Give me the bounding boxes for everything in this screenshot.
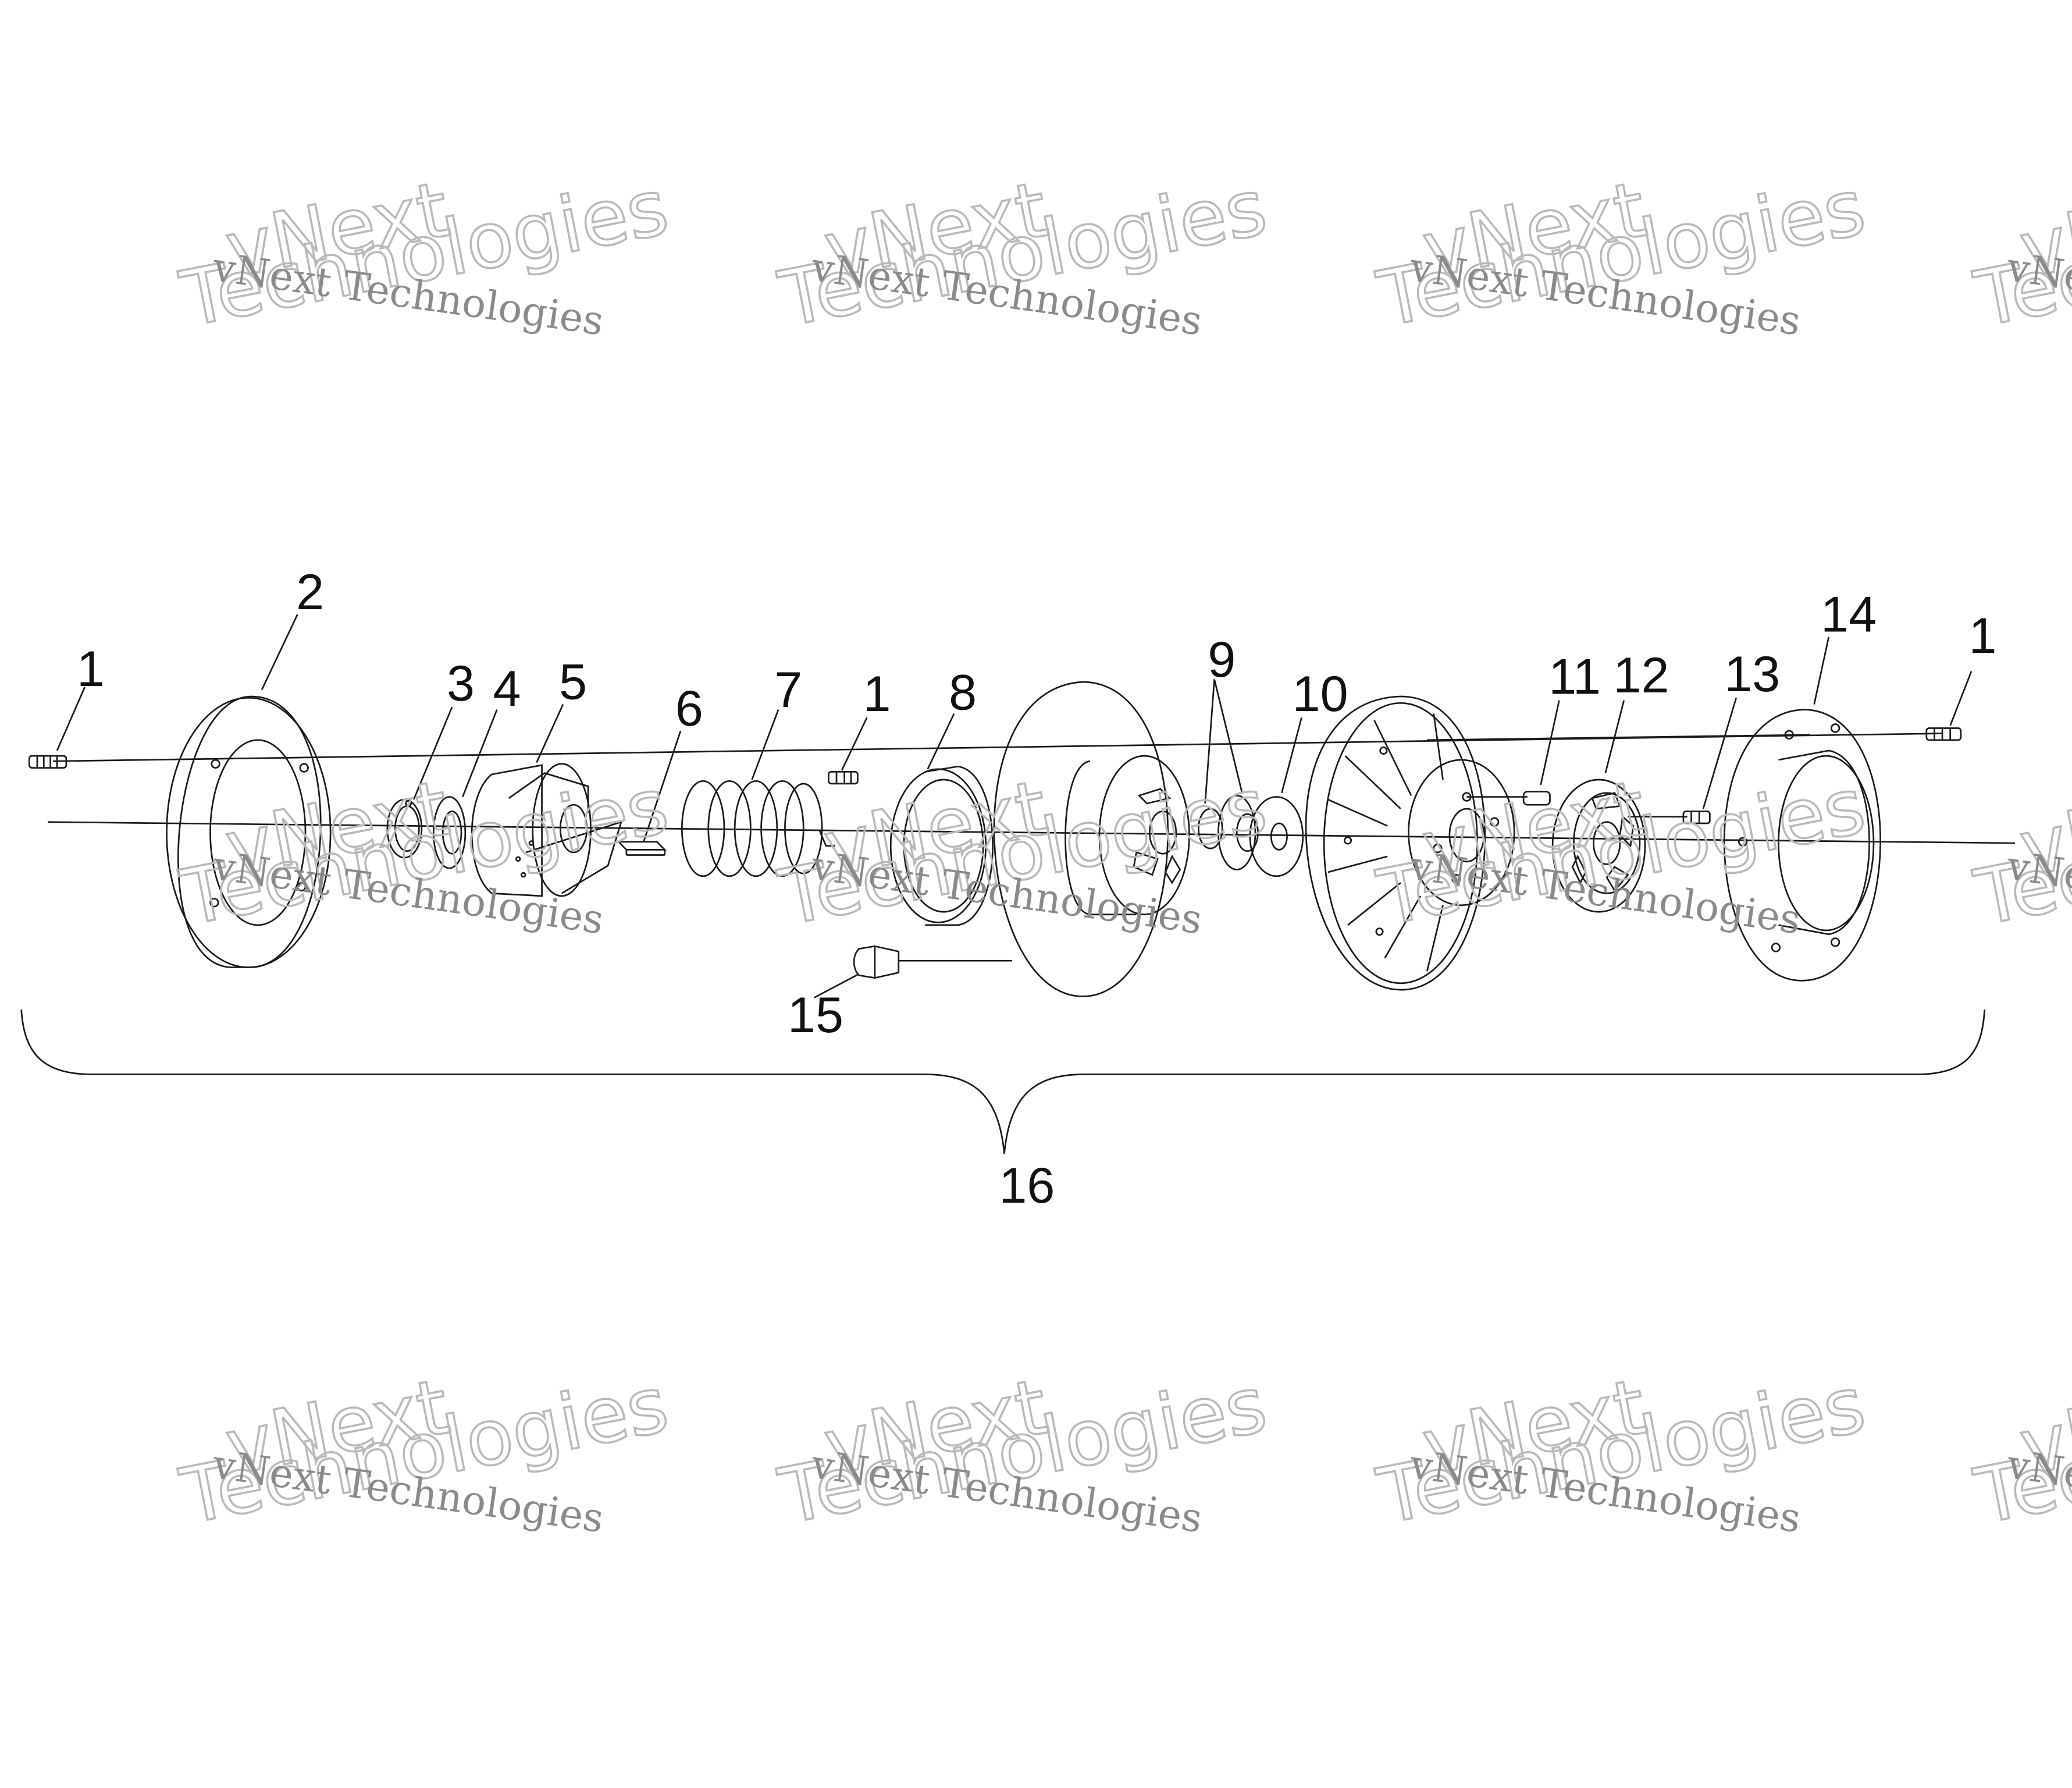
callout-1-right: 1: [1969, 608, 1997, 664]
callout-11: 11: [1548, 649, 1601, 705]
washer-4: [432, 796, 467, 869]
callout-1-left: 1: [77, 641, 105, 697]
callout-16: 16: [999, 1158, 1055, 1214]
bolt-right: [1925, 727, 1962, 741]
snap-ring: [386, 798, 423, 859]
watermark: vNext Technologies: [1967, 760, 2072, 944]
bushing-15: [853, 945, 900, 979]
callout-10: 10: [1293, 666, 1348, 722]
callout-12: 12: [1614, 648, 1669, 703]
callout-13: 13: [1724, 646, 1780, 702]
fixed-sheave: [1305, 695, 1810, 991]
callout-14: 14: [1821, 587, 1877, 643]
pin: [1522, 791, 1551, 806]
watermarks: vNext Technologies vNext Technologies vN…: [173, 162, 2072, 1542]
callout-4: 4: [493, 661, 521, 717]
callout-labels: 1 2 3 4 5 6 7 1 8 9 10 11 12 13 14 1 15 …: [77, 564, 1996, 1214]
callout-1-middle: 1: [863, 666, 891, 722]
movable-sheave: [898, 681, 1190, 997]
front-plate: [1723, 709, 1881, 982]
callout-15: 15: [788, 987, 843, 1043]
washer-10: [1249, 796, 1304, 877]
spring: [681, 780, 835, 877]
callout-8: 8: [949, 665, 977, 721]
torque-bracket: [471, 763, 622, 897]
callout-3: 3: [447, 656, 475, 712]
watermark: vNext Technologies: [1967, 1359, 2072, 1542]
spacers: [1198, 794, 1259, 870]
leader-lines: [56, 614, 1973, 998]
watermark: vNext Technologies: [1967, 162, 2072, 345]
back-plate: [166, 695, 332, 968]
assembly-brace: [20, 1009, 1986, 1154]
callout-2: 2: [296, 564, 324, 620]
cover-plate: [1551, 779, 1687, 913]
screw-13: [1682, 811, 1711, 824]
callout-5: 5: [559, 654, 587, 710]
bushing-ring: [889, 765, 994, 926]
callout-6: 6: [675, 681, 703, 737]
screw-middle: [828, 771, 859, 785]
callout-9: 9: [1208, 632, 1236, 688]
callout-7: 7: [774, 662, 802, 718]
bolt-left: [28, 755, 67, 769]
